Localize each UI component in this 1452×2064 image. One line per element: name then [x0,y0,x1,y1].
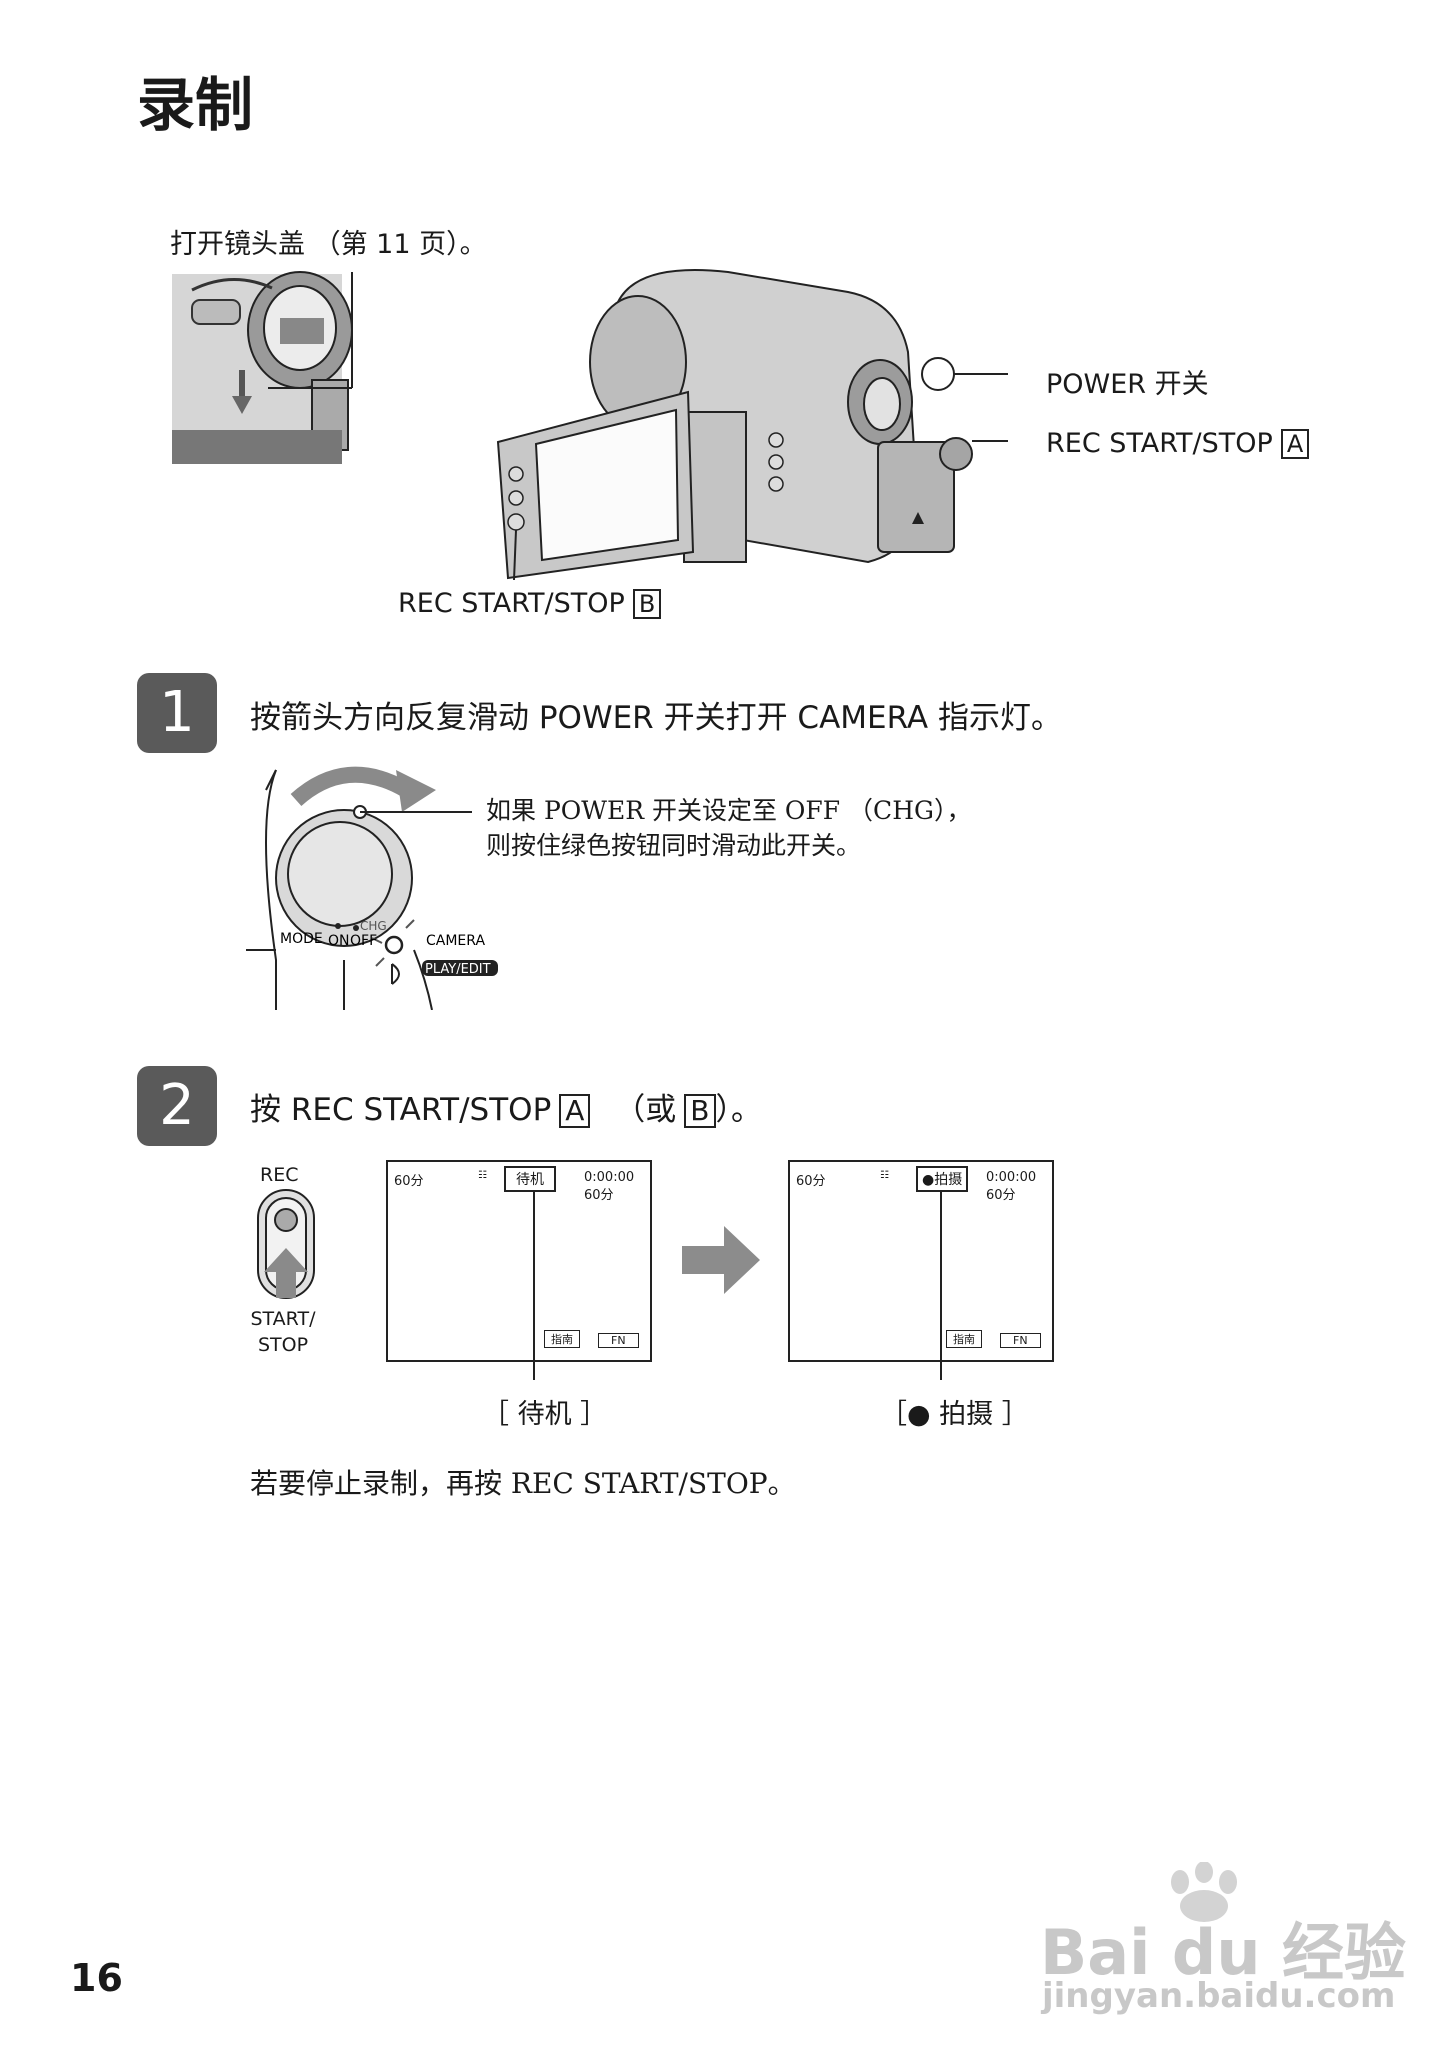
dial-label-off: OFF [350,933,377,949]
recording-battery: 60分 [796,1174,826,1189]
rec-button-bottom-line-2: STOP [257,1334,309,1356]
step-2-box-b: B [684,1094,716,1128]
dial-label-chg: CHG [360,919,387,933]
box-b: B [632,589,662,619]
step-2-text-suffix: ）。 [715,1092,763,1128]
standby-guide-button: 指南 [544,1330,580,1348]
recording-fn-button: FN [1000,1333,1041,1348]
recording-guide-button: 指南 [946,1330,982,1348]
page-title: 录制 [137,71,254,139]
recording-counter: 0:00:00 [986,1170,1037,1185]
stop-recording-note: 若要停止录制，再按 REC START/STOP。 [250,1467,796,1500]
step-1-text: 按箭头方向反复滑动 POWER 开关打开 CAMERA 指示灯。 [250,700,1062,736]
page-number: 16 [70,1956,123,2000]
dial-label-camera: CAMERA [426,933,485,949]
standby-battery: 60分 [394,1174,424,1189]
standby-remaining: 60分 [584,1188,614,1203]
rec-start-stop-a-label: REC START/STOP [1046,428,1273,459]
standby-counter: 0:00:00 [584,1170,635,1185]
screen-recording: 60分 ☷ ●拍摄 0:00:00 60分 指南 FN [788,1160,1054,1362]
step-2-box-a: A [559,1094,591,1128]
watermark-brand: Bai du 经验 [1040,1916,1407,1989]
standby-mode-icon: ☷ [478,1170,487,1181]
dial-label-mode: MODE [280,931,323,947]
rec-button-illustration [257,1189,315,1299]
standby-fn-button: FN [598,1333,639,1348]
recording-status: ●拍摄 [916,1166,969,1192]
screen-standby: 60分 ☷ 待机 0:00:00 60分 指南 FN [386,1160,652,1362]
dial-label-play-edit: PLAY/EDIT [425,962,491,977]
step-1-note-line-2: 则按住绿色按钮同时滑动此开关。 [486,831,862,860]
box-a: A [1280,429,1310,459]
lens-caption: 打开镜头盖 （第 11 页）。 [170,229,487,260]
recording-remaining: 60分 [986,1188,1016,1203]
step-1-note: 如果 POWER 开关设定至 OFF （CHG）， 则按住绿色按钮同时滑动此开关… [486,793,971,863]
step-2-badge: 2 [137,1066,217,1146]
step-1-note-line-1: 如果 POWER 开关设定至 OFF （CHG）， [486,796,972,825]
standby-status: 待机 [504,1166,556,1192]
lens-cover-illustration [172,271,353,464]
paw-logo-icon [1171,1862,1237,1922]
step-2-text-middle: （或 [614,1092,677,1128]
dial-label-on: ON [328,933,350,949]
rec-button-top-label: REC [260,1164,299,1186]
watermark-url: jingyan.baidu.com [1042,1976,1396,2016]
rec-button-bottom-line-1: START/ [250,1308,316,1330]
right-arrow-icon [682,1226,760,1294]
step-1-badge: 1 [137,673,217,753]
power-switch-callout: POWER 开关 [1046,369,1209,400]
rec-start-stop-b-label: REC START/STOP [398,588,625,619]
power-dial-illustration: MODE ON OFF CHG CAMERA PLAY/EDIT [246,766,498,1010]
camcorder-illustration [496,269,1008,581]
label-standby: ［ 待机 ］ [482,1399,608,1430]
rec-button-bottom-label: START/ STOP [248,1306,318,1358]
recording-mode-icon: ☷ [880,1170,889,1181]
step-2-text-prefix: 按 REC START/STOP [250,1092,552,1128]
label-recording: ［● 拍摄 ］ [880,1399,1029,1430]
